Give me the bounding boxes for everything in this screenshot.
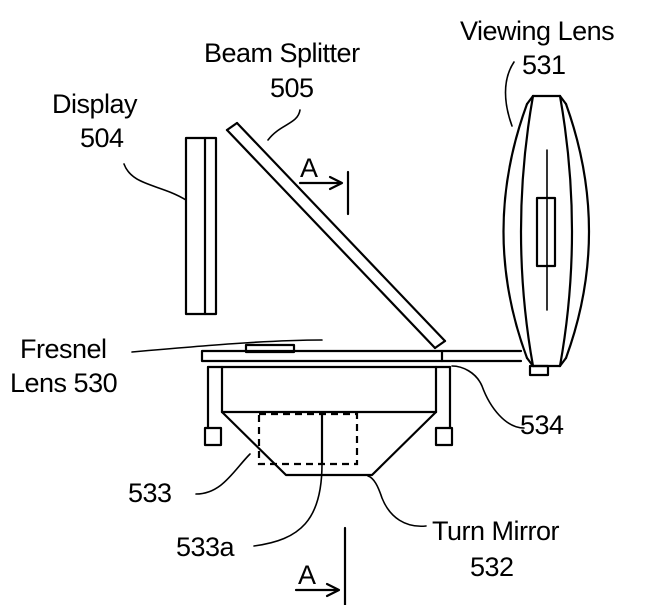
viewing-lens — [502, 94, 591, 377]
viewing-lens-label: Viewing Lens — [460, 16, 614, 46]
leader-lines — [123, 61, 525, 547]
fresnel-lens-plate — [200, 343, 523, 363]
turn-mirror-ref: 532 — [470, 552, 514, 582]
labels: Display 504 Beam Splitter 505 Viewing Le… — [10, 16, 615, 590]
ref-534: 534 — [520, 410, 564, 440]
ref-533a: 533a — [176, 532, 236, 562]
fresnel-ref: Lens 530 — [10, 368, 117, 398]
display-label: Display — [52, 89, 138, 119]
display-panel — [184, 136, 218, 316]
section-marker-bottom — [294, 526, 347, 605]
housing-body — [203, 365, 454, 477]
ref-533: 533 — [128, 478, 172, 508]
section-label-top: A — [300, 153, 318, 183]
beam-splitter-label: Beam Splitter — [204, 38, 360, 68]
display-ref: 504 — [80, 123, 124, 153]
beam-splitter-ref: 505 — [270, 73, 314, 103]
section-marker-top — [298, 170, 350, 216]
turn-mirror-label: Turn Mirror — [432, 516, 560, 546]
viewing-lens-ref: 531 — [522, 50, 566, 80]
section-label-bottom: A — [298, 560, 316, 590]
fresnel-label: Fresnel — [20, 334, 107, 364]
beam-splitter-plate — [225, 121, 447, 350]
component-533-dashed — [257, 412, 359, 466]
